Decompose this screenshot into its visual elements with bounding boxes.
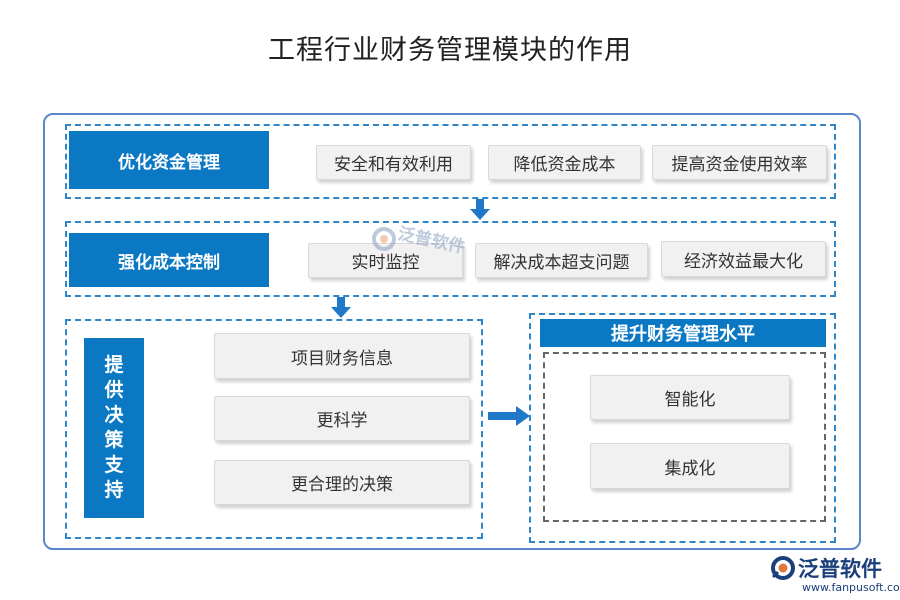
- item-safe-use: 安全和有效利用: [316, 145, 471, 180]
- item-maximize-benefit: 经济效益最大化: [661, 241, 826, 277]
- item-more-scientific: 更科学: [214, 396, 470, 441]
- item-lower-cost: 降低资金成本: [488, 145, 641, 180]
- item-intelligent: 智能化: [590, 375, 790, 420]
- item-project-finance-info: 项目财务信息: [214, 333, 470, 379]
- item-overrun-solve: 解决成本超支问题: [475, 243, 648, 278]
- page-title: 工程行业财务管理模块的作用: [268, 35, 632, 66]
- row-cost-control: [65, 221, 836, 297]
- watermark: 泛普软件: [370, 222, 470, 268]
- arrow-down-icon: [470, 199, 490, 220]
- header-char: 提: [104, 354, 124, 376]
- row-optimize-funds: [65, 124, 836, 199]
- decision-support-block: [65, 319, 483, 539]
- watermark-text: 泛普软件: [396, 224, 467, 258]
- header-char: 支: [104, 454, 124, 476]
- item-improve-efficiency: 提高资金使用效率: [652, 145, 827, 180]
- row-header-cost-control: 强化成本控制: [69, 233, 269, 287]
- brand-logo: 泛普软件 www.fanpusoft.com: [768, 552, 900, 597]
- row-header-optimize-funds: 优化资金管理: [69, 131, 269, 189]
- header-char: 决: [104, 404, 124, 426]
- brand-url: www.fanpusoft.com: [802, 581, 900, 594]
- outcome-block: [529, 313, 836, 543]
- arrow-down-icon: [331, 297, 351, 318]
- header-char: 持: [104, 479, 124, 501]
- item-integrated: 集成化: [590, 443, 790, 489]
- outcome-inner-box: [543, 352, 826, 522]
- watermark-logo-icon: [372, 227, 396, 251]
- fanpu-logo-icon: [771, 556, 795, 580]
- decision-support-header: 提 供 决 策 支 持: [84, 338, 144, 518]
- brand-name: 泛普软件: [798, 557, 882, 581]
- diagram-frame: [43, 113, 861, 550]
- arrow-right-icon: [488, 406, 530, 426]
- item-more-reasonable-decision: 更合理的决策: [214, 460, 470, 505]
- outcome-header: 提升财务管理水平: [540, 319, 826, 347]
- header-char: 策: [104, 429, 124, 451]
- header-char: 供: [104, 379, 124, 401]
